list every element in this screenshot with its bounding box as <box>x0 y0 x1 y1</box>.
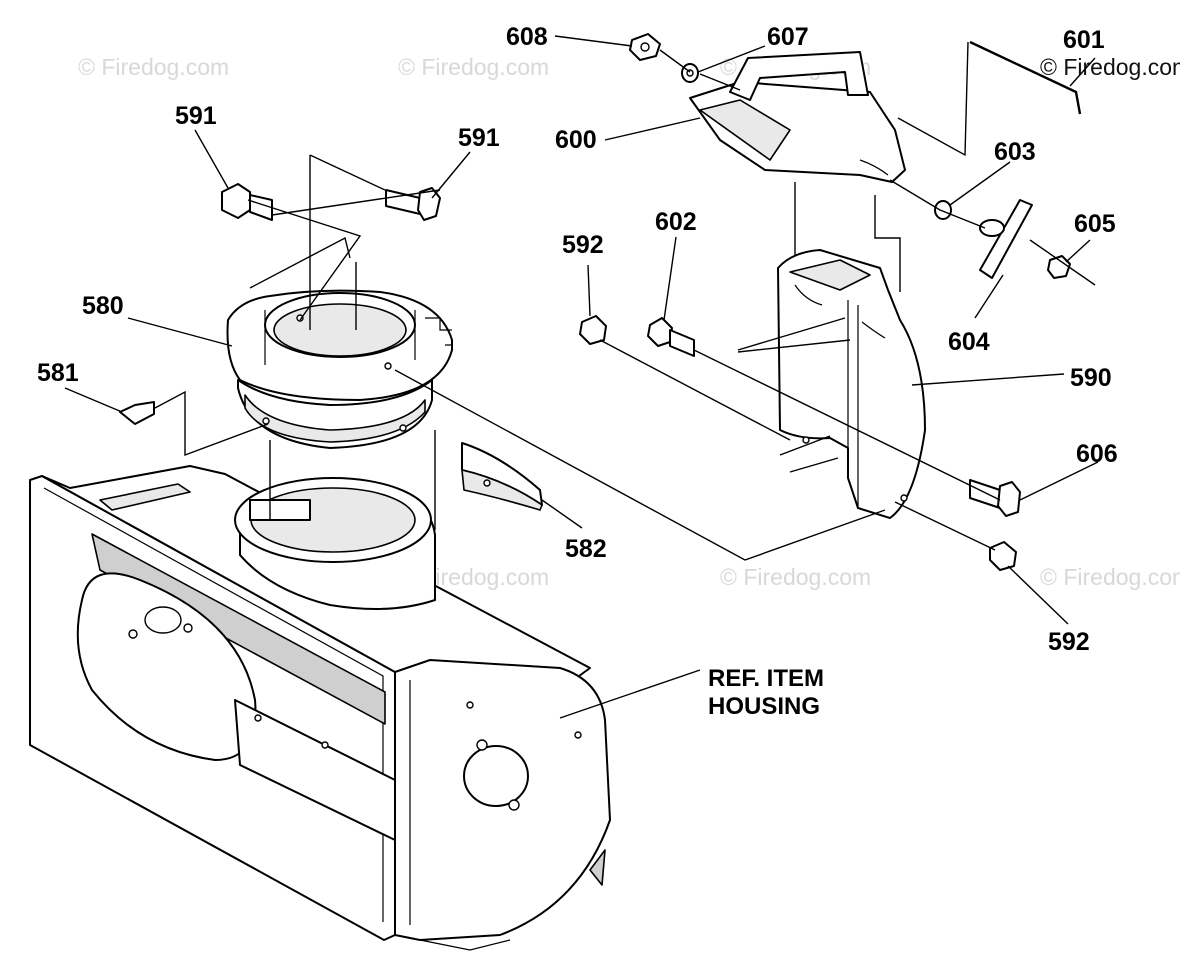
deflector-600 <box>689 51 906 183</box>
ref-item-line2: HOUSING <box>708 693 820 720</box>
label-590: 590 <box>1070 364 1112 392</box>
label-606: 606 <box>1076 440 1118 468</box>
hardware <box>119 33 1082 571</box>
label-601: 601 <box>1063 26 1105 54</box>
watermark-1: © Firedog.com <box>78 54 229 80</box>
watermark-8: © Firedog.com <box>1040 54 1180 80</box>
chute-ring-580 <box>226 289 453 449</box>
label-603: 603 <box>994 138 1036 166</box>
label-607: 607 <box>767 23 809 51</box>
label-592-lower: 592 <box>1048 628 1090 656</box>
housing-part <box>29 465 611 951</box>
label-608: 608 <box>506 23 548 51</box>
chute-590 <box>777 249 926 519</box>
label-592-upper: 592 <box>562 231 604 259</box>
part-labels: 608 607 601 591 591 600 603 602 592 605 … <box>37 23 1118 720</box>
segment-582 <box>461 442 543 511</box>
label-591-left: 591 <box>175 102 217 130</box>
watermark-2: © Firedog.com <box>398 54 549 80</box>
watermark-6: © Firedog.com <box>720 564 871 590</box>
label-580: 580 <box>82 292 124 320</box>
ref-item-line1: REF. ITEM <box>708 665 824 692</box>
label-600: 600 <box>555 126 597 154</box>
label-604: 604 <box>948 328 990 356</box>
label-591-right: 591 <box>458 124 500 152</box>
watermark-7: © Firedog.com <box>1040 564 1180 590</box>
leader-lines <box>64 35 1099 719</box>
label-605: 605 <box>1074 210 1116 238</box>
label-582: 582 <box>565 535 607 563</box>
label-602: 602 <box>655 208 697 236</box>
label-581: 581 <box>37 359 79 387</box>
